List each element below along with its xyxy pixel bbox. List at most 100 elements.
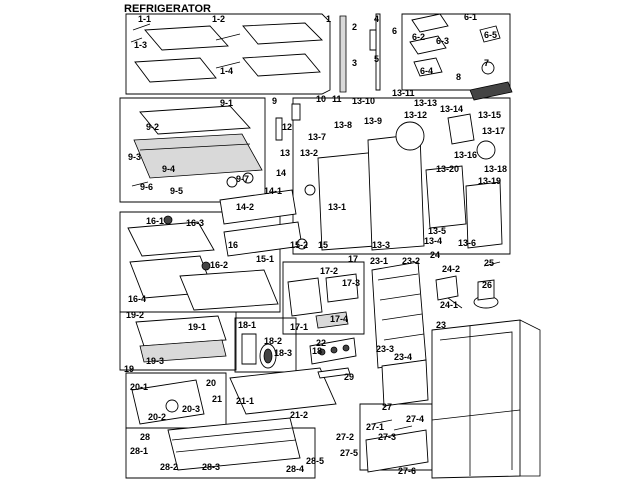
- side-cover: [131, 379, 205, 425]
- diagram-title: REFRIGERATOR: [124, 3, 211, 15]
- crisper-cover-parts: [131, 105, 263, 188]
- group-box-shelves: [125, 13, 331, 95]
- callout-label-16-4: 16-4: [128, 294, 146, 304]
- freezer-shelf: [229, 367, 337, 415]
- callout-label-1-3: 1-3: [134, 40, 147, 50]
- callout-label-23-2: 23-2: [402, 256, 420, 266]
- callout-label-13-4: 13-4: [424, 236, 442, 246]
- callout-label-27: 27: [382, 402, 392, 412]
- callout-label-21-2: 21-2: [290, 410, 308, 420]
- damper-parts: [435, 261, 501, 309]
- callout-label-13-10: 13-10: [352, 96, 375, 106]
- callout-label-17-3: 17-3: [342, 278, 360, 288]
- callout-label-26: 26: [482, 280, 492, 290]
- callout-label-21-1: 21-1: [236, 396, 254, 406]
- callout-label-6-4: 6-4: [420, 66, 433, 76]
- callout-label-23-3: 23-3: [376, 344, 394, 354]
- crisper-drawers: [127, 215, 279, 311]
- callout-label-18: 18: [312, 346, 322, 356]
- callout-label-9: 9: [272, 96, 277, 106]
- callout-label-13-6: 13-6: [458, 238, 476, 248]
- evaporator-assembly: [371, 261, 429, 407]
- callout-label-13-7: 13-7: [308, 132, 326, 142]
- callout-label-13-16: 13-16: [454, 150, 477, 160]
- water-tank-parts: [287, 273, 359, 329]
- callout-label-15: 15: [318, 240, 328, 250]
- callout-label-13-2: 13-2: [300, 148, 318, 158]
- callout-label-11: 11: [332, 94, 342, 104]
- callout-label-24-2: 24-2: [442, 264, 460, 274]
- callout-label-1-4: 1-4: [220, 66, 233, 76]
- shelf-rail-parts: [219, 189, 308, 257]
- callout-label-13-19: 13-19: [478, 176, 501, 186]
- callout-label-27-1: 27-1: [366, 422, 384, 432]
- callout-label-17: 17: [348, 254, 358, 264]
- callout-label-23: 23: [436, 320, 446, 330]
- callout-label-9-3: 9-3: [128, 152, 141, 162]
- callout-label-6-2: 6-2: [412, 32, 425, 42]
- callout-label-9-5: 9-5: [170, 186, 183, 196]
- callout-label-9-7: 9-7: [236, 174, 249, 184]
- callout-label-18-2: 18-2: [264, 336, 282, 346]
- callout-label-18-3: 18-3: [274, 348, 292, 358]
- callout-label-6-1: 6-1: [464, 12, 477, 22]
- callout-label-20-3: 20-3: [182, 404, 200, 414]
- callout-label-24-1: 24-1: [440, 300, 458, 310]
- callout-label-1-1: 1-1: [138, 14, 151, 24]
- callout-label-13-3: 13-3: [372, 240, 390, 250]
- callout-label-9-6: 9-6: [140, 182, 153, 192]
- callout-label-13: 13: [280, 148, 290, 158]
- callout-label-28-5: 28-5: [306, 456, 324, 466]
- callout-label-17-4: 17-4: [330, 314, 348, 324]
- callout-label-13-8: 13-8: [334, 120, 352, 130]
- callout-label-27-2: 27-2: [336, 432, 354, 442]
- callout-label-13-11: 13-11: [392, 88, 415, 98]
- callout-label-16: 16: [228, 240, 238, 250]
- callout-label-28-4: 28-4: [286, 464, 304, 474]
- callout-label-1-2: 1-2: [212, 14, 225, 24]
- callout-label-15-1: 15-1: [256, 254, 274, 264]
- callout-label-6-3: 6-3: [436, 36, 449, 46]
- deli-drawer: [135, 315, 227, 363]
- ice-tray-parts: [409, 13, 513, 101]
- callout-label-7: 7: [484, 58, 489, 68]
- callout-label-13-20: 13-20: [436, 164, 459, 174]
- door-strips: [339, 13, 381, 93]
- callout-label-3: 3: [352, 58, 357, 68]
- callout-label-20: 20: [206, 378, 216, 388]
- callout-label-17-1: 17-1: [290, 322, 308, 332]
- callout-label-9-4: 9-4: [162, 164, 175, 174]
- callout-label-19: 19: [124, 364, 134, 374]
- callout-label-19-1: 19-1: [188, 322, 206, 332]
- callout-label-9-1: 9-1: [220, 98, 233, 108]
- lamp-parts: [241, 333, 277, 369]
- callout-label-4: 4: [374, 14, 379, 24]
- callout-label-6: 6: [392, 26, 397, 36]
- group-box-water-tank: [282, 261, 365, 335]
- callout-label-5: 5: [374, 54, 379, 64]
- callout-label-13-13: 13-13: [414, 98, 437, 108]
- callout-label-14-2: 14-2: [236, 202, 254, 212]
- callout-label-10: 10: [316, 94, 326, 104]
- callout-label-27-4: 27-4: [406, 414, 424, 424]
- callout-label-29: 29: [344, 372, 354, 382]
- freezer-drawer: [167, 417, 301, 471]
- small-brackets: [275, 103, 351, 379]
- callout-label-28-1: 28-1: [130, 446, 148, 456]
- callout-label-1: 1: [326, 14, 331, 24]
- callout-label-9-2: 9-2: [146, 122, 159, 132]
- callout-label-28-3: 28-3: [202, 462, 220, 472]
- callout-label-14: 14: [276, 168, 286, 178]
- evaporator-cover: [304, 113, 503, 251]
- callout-label-19-3: 19-3: [146, 356, 164, 366]
- callout-label-13-9: 13-9: [364, 116, 382, 126]
- callout-label-16-3: 16-3: [186, 218, 204, 228]
- callout-label-16-2: 16-2: [210, 260, 228, 270]
- callout-label-15-2: 15-2: [290, 240, 308, 250]
- callout-label-2: 2: [352, 22, 357, 32]
- callout-label-20-1: 20-1: [130, 382, 148, 392]
- callout-label-13-14: 13-14: [440, 104, 463, 114]
